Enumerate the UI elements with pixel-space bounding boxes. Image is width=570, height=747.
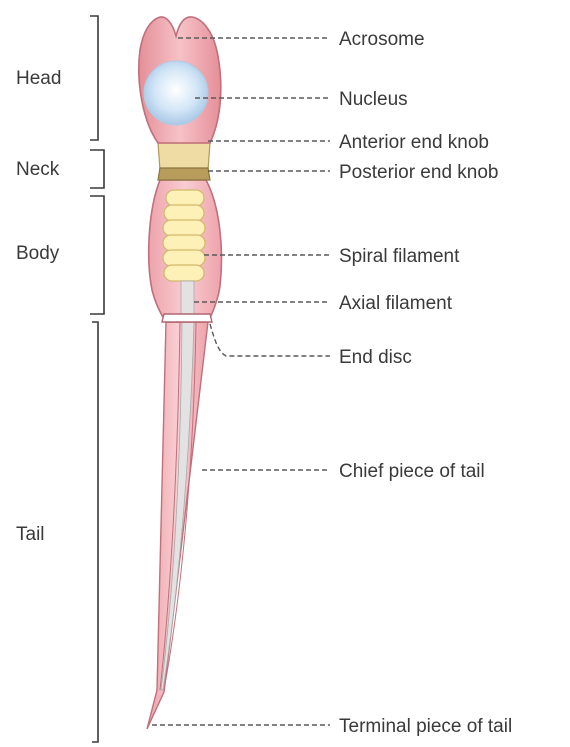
body-piece: [149, 180, 222, 322]
nucleus: [144, 61, 208, 125]
anterior-end-knob: [158, 143, 210, 170]
region-label-tail: Tail: [16, 524, 45, 545]
body-brace: [90, 196, 104, 314]
spiral-filament: [163, 190, 205, 281]
end-disc: [162, 314, 212, 322]
head-brace: [90, 16, 98, 140]
tail-shape: [147, 322, 208, 729]
region-label-head: Head: [16, 68, 61, 89]
label-acrosome: Acrosome: [339, 29, 425, 50]
label-posterior-end-knob: Posterior end knob: [339, 162, 499, 183]
region-label-neck: Neck: [16, 159, 60, 180]
leader-end-disc: [210, 324, 330, 356]
axial-filament: [181, 281, 194, 315]
tail-brace: [92, 322, 98, 742]
label-chief-piece: Chief piece of tail: [339, 461, 485, 482]
label-axial-filament: Axial filament: [339, 293, 453, 314]
posterior-end-knob: [158, 168, 210, 180]
neck-brace: [90, 150, 104, 188]
region-label-body: Body: [16, 243, 60, 264]
label-nucleus: Nucleus: [339, 89, 408, 110]
label-terminal-piece: Terminal piece of tail: [339, 716, 512, 737]
label-anterior-end-knob: Anterior end knob: [339, 132, 489, 153]
head-piece: [139, 17, 221, 143]
label-end-disc: End disc: [339, 347, 412, 368]
neck-piece: [158, 143, 210, 180]
label-spiral-filament: Spiral filament: [339, 246, 460, 267]
